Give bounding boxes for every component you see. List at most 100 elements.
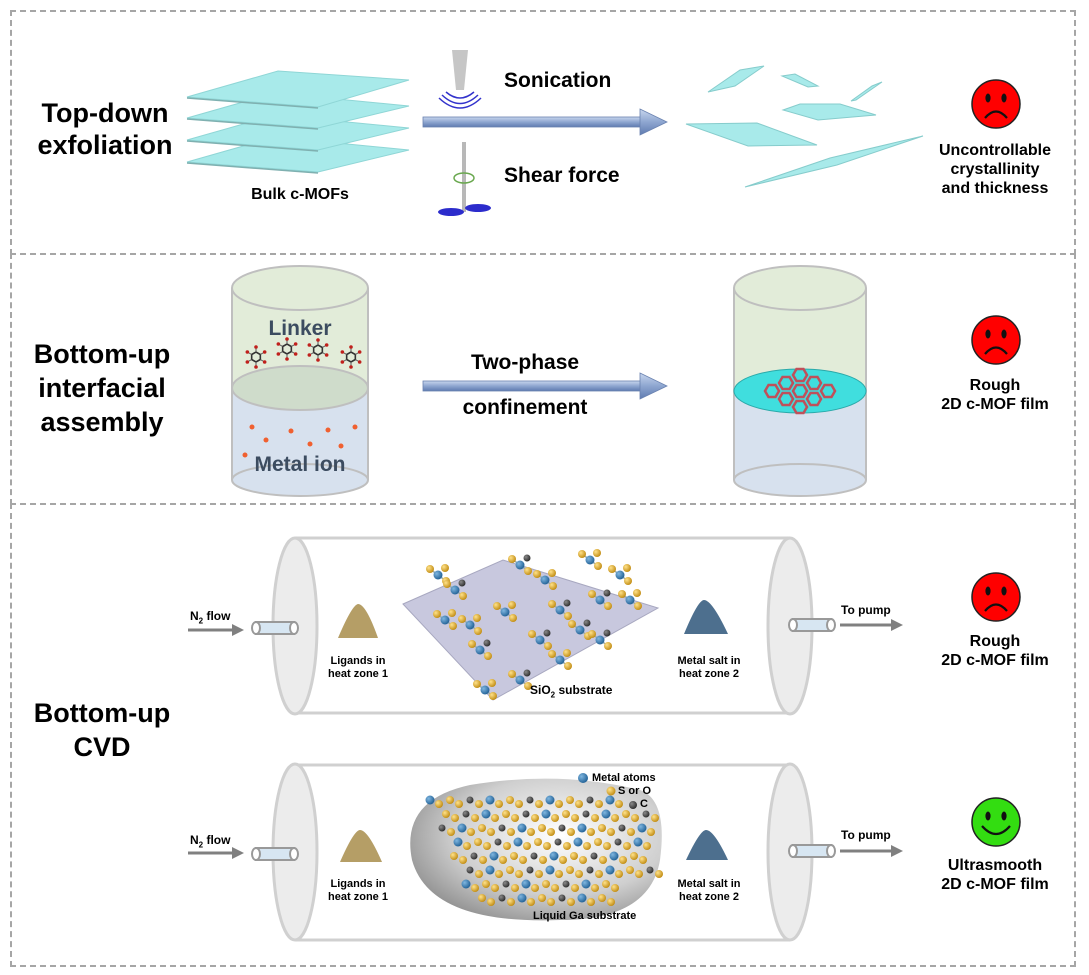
mof-lattice-node — [494, 838, 511, 850]
mof-lattice-node — [517, 893, 535, 906]
outcome-line: Rough — [969, 633, 1021, 650]
mof-lattice-node — [478, 894, 495, 906]
mof-lattice-node — [630, 852, 647, 864]
mof-cluster — [568, 619, 592, 640]
flow-arrow-icon — [188, 847, 244, 859]
bulk-mof-stack-icon — [186, 70, 410, 174]
ligand-powder-pile-icon — [340, 830, 382, 862]
mof-lattice-node — [446, 796, 463, 808]
mof-lattice-node — [554, 838, 571, 850]
mof-lattice-node — [601, 809, 619, 822]
mof-lattice-node — [517, 823, 535, 836]
flow-arrow-icon — [840, 845, 903, 857]
mof-lattice-node — [470, 852, 487, 864]
label-line: Ligands in — [330, 878, 386, 890]
mof-lattice-node — [453, 837, 471, 850]
film-cylinder-icon — [733, 265, 867, 497]
section-title-interfacial: Bottom-up interfacial assembly — [22, 338, 182, 439]
mof-lattice-node — [558, 894, 575, 906]
outlet-pipe-icon — [788, 844, 836, 858]
label-part: N — [190, 609, 199, 623]
mof-lattice-node — [581, 879, 599, 892]
mof-lattice-node — [478, 824, 495, 836]
label-part: N — [190, 833, 199, 847]
mof-pore — [777, 375, 795, 391]
outcome-line: Ultrasmooth — [947, 857, 1043, 874]
mof-lattice-node — [598, 824, 615, 836]
mof-lattice-node — [526, 796, 543, 808]
mof-cluster — [588, 589, 612, 610]
label-line: heat zone 1 — [328, 891, 388, 904]
legend-carbon-atom-icon — [629, 801, 637, 809]
mof-lattice-node — [485, 865, 503, 878]
mof-lattice-node — [577, 893, 595, 906]
title-line: Top-down — [41, 98, 169, 128]
mof-cluster — [578, 549, 602, 570]
mof-lattice-node — [633, 837, 651, 850]
mof-lattice-node — [582, 810, 599, 822]
shear-force-label: Shear force — [504, 164, 620, 187]
mof-cluster — [533, 569, 557, 590]
mof-lattice-node — [461, 879, 479, 892]
mof-cluster — [508, 554, 532, 575]
outcome-line: Uncontrollable — [938, 142, 1051, 159]
mof-lattice-node — [562, 810, 579, 822]
mof-cluster — [493, 601, 517, 622]
title-line: exfoliation — [37, 130, 173, 161]
panel-cvd — [10, 503, 1076, 967]
label-subscript: 2 — [550, 690, 556, 700]
legend-s-or-o-atom-icon — [606, 786, 616, 796]
mof-cluster — [508, 669, 532, 690]
sad-face-icon — [971, 79, 1021, 129]
label-line: Ligands in — [330, 655, 386, 667]
label-subscript: 2 — [198, 616, 204, 626]
linker-molecule — [276, 337, 298, 361]
happy-face-icon — [971, 797, 1021, 847]
mof-lattice-node — [482, 880, 499, 892]
mof-cluster — [433, 609, 457, 630]
mof-lattice-node — [498, 894, 515, 906]
mof-lattice-node — [462, 810, 479, 822]
mof-cluster — [468, 639, 492, 660]
process-label-lower: confinement — [462, 396, 588, 419]
mof-lattice-node — [466, 796, 483, 808]
label-line: heat zone 2 — [679, 668, 739, 681]
mof-lattice-node — [545, 795, 563, 808]
n2-flow-label: N2 flow — [190, 833, 230, 850]
two-phase-cylinder-icon — [231, 265, 369, 497]
process-arrow — [422, 108, 668, 136]
sio2-substrate-icon — [402, 559, 660, 701]
mof-lattice-node — [573, 837, 591, 850]
label-part: substrate — [555, 683, 613, 697]
mof-lattice-node — [542, 880, 559, 892]
mof-lattice-node — [534, 838, 551, 850]
outcome-line: 2D c-MOF film — [941, 652, 1049, 670]
mof-lattice-node — [489, 851, 507, 864]
linker-molecule — [307, 338, 329, 362]
mof-lattice-node — [562, 880, 579, 892]
mof-pore — [763, 383, 781, 399]
mof-cluster — [443, 579, 467, 600]
mof-cluster — [548, 649, 572, 670]
mof-sheet — [186, 70, 410, 109]
mof-lattice-node — [538, 824, 555, 836]
metal-salt-powder-pile-icon — [686, 830, 728, 860]
mof-lattice-node — [513, 837, 531, 850]
substrate-label-sio2: SiO2 substrate — [530, 683, 612, 700]
mof-lattice-node — [642, 810, 659, 822]
mof-cluster — [588, 629, 612, 650]
ligands-label: Ligands in heat zone 1 — [318, 878, 398, 904]
mof-cluster — [548, 599, 572, 620]
section-title-top-down: Top-down exfoliation — [30, 97, 180, 162]
metal-salt-label: Metal salt in heat zone 2 — [666, 878, 752, 904]
mof-lattice-node — [594, 838, 611, 850]
ligands-label: Ligands in heat zone 1 — [318, 655, 398, 681]
mof-pore — [819, 383, 837, 399]
mof-lattice-node — [602, 880, 619, 892]
mof-lattice-node — [558, 824, 575, 836]
mof-lattice-node — [466, 866, 483, 878]
to-pump-label: To pump — [841, 828, 891, 842]
mof-lattice-node — [586, 866, 603, 878]
mof-lattice-node — [502, 880, 519, 892]
